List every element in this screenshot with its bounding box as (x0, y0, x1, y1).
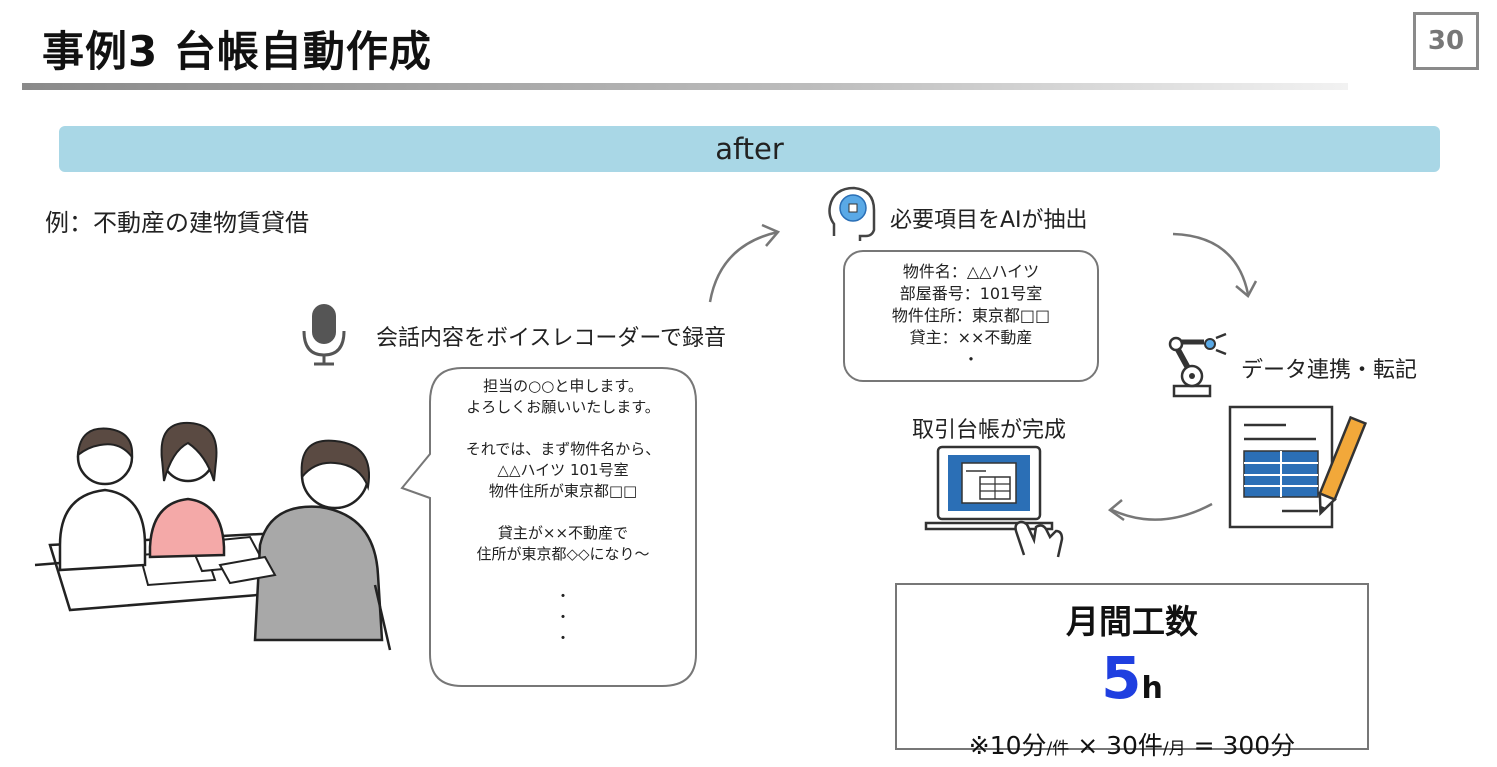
extracted-field: 物件住所：東京都□□ (891, 306, 1051, 325)
arrow-record-to-extract-icon (708, 223, 781, 303)
note-part: /月 (1162, 739, 1186, 759)
extracted-field: ・ (962, 350, 979, 369)
after-banner: after (59, 126, 1440, 172)
conversation-line: 物件住所が東京都□□ (488, 482, 638, 500)
document-spreadsheet-icon (1228, 405, 1368, 529)
extracted-field: 貸主：××不動産 (909, 328, 1033, 347)
conversation-line: それでは、まず物件名から、 (465, 440, 661, 458)
record-step-label: 会話内容をボイスレコーダーで録音 (376, 326, 727, 351)
conversation-line: ・ (555, 608, 571, 626)
microphone-icon (302, 304, 346, 366)
conversation-line: 貸主が××不動産で (497, 524, 629, 542)
after-label: after (715, 132, 784, 166)
conversation-line: 住所が東京都◇◇になり〜 (476, 545, 650, 563)
conversation-text: 担当の○○と申します。 よろしくお願いいたします。 それでは、まず物件名から、 … (432, 376, 694, 649)
conversation-line: よろしくお願いいたします。 (466, 398, 660, 416)
note-part: ※10分 (968, 731, 1047, 760)
conversation-line: ・ (555, 629, 571, 647)
conversation-line: 担当の○○と申します。 (483, 377, 643, 395)
monthly-effort-summary: 月間工数 5h ※10分/件 × 30件/月 = 300分 (895, 583, 1369, 760)
extracted-fields-box: 物件名：△△ハイツ 部屋番号：101号室 物件住所：東京都□□ 貸主：××不動産… (843, 250, 1099, 382)
ai-brain-head-icon (828, 186, 876, 241)
laptop-ledger-icon (924, 445, 1064, 558)
speech-bubble (400, 367, 697, 687)
arrow-extract-to-link-icon (1172, 232, 1258, 298)
summary-calculation-note: ※10分/件 × 30件/月 = 300分 (897, 726, 1367, 762)
note-part: = 300分 (1185, 731, 1296, 760)
extract-step-label: 必要項目をAIが抽出 (890, 208, 1088, 233)
note-part: /件 (1046, 739, 1070, 759)
meeting-people-illustration (34, 421, 392, 651)
conversation-line (432, 502, 694, 523)
title-divider (22, 83, 1348, 90)
summary-hours-number: 5 (1101, 644, 1142, 712)
conversation-line: △△ハイツ 101号室 (497, 461, 629, 479)
summary-hours-unit: h (1141, 671, 1163, 706)
page-number: 30 (1413, 12, 1479, 70)
page-title: 事例3 台帳自動作成 (42, 27, 432, 76)
robot-arm-icon (1168, 332, 1227, 398)
conversation-line (432, 565, 694, 586)
summary-value: 5h (897, 647, 1367, 724)
summary-title: 月間工数 (1066, 602, 1198, 641)
extracted-field: 部屋番号：101号室 (899, 284, 1043, 303)
conversation-line: ・ (555, 587, 571, 605)
arrow-link-to-complete-icon (1107, 499, 1213, 522)
complete-step-label: 取引台帳が完成 (912, 418, 1067, 443)
example-caption: 例：不動産の建物賃貸借 (45, 209, 309, 237)
link-step-label: データ連携・転記 (1241, 358, 1418, 383)
conversation-line (432, 418, 694, 439)
extracted-field: 物件名：△△ハイツ (902, 262, 1040, 281)
note-part: × 30件 (1069, 731, 1163, 760)
